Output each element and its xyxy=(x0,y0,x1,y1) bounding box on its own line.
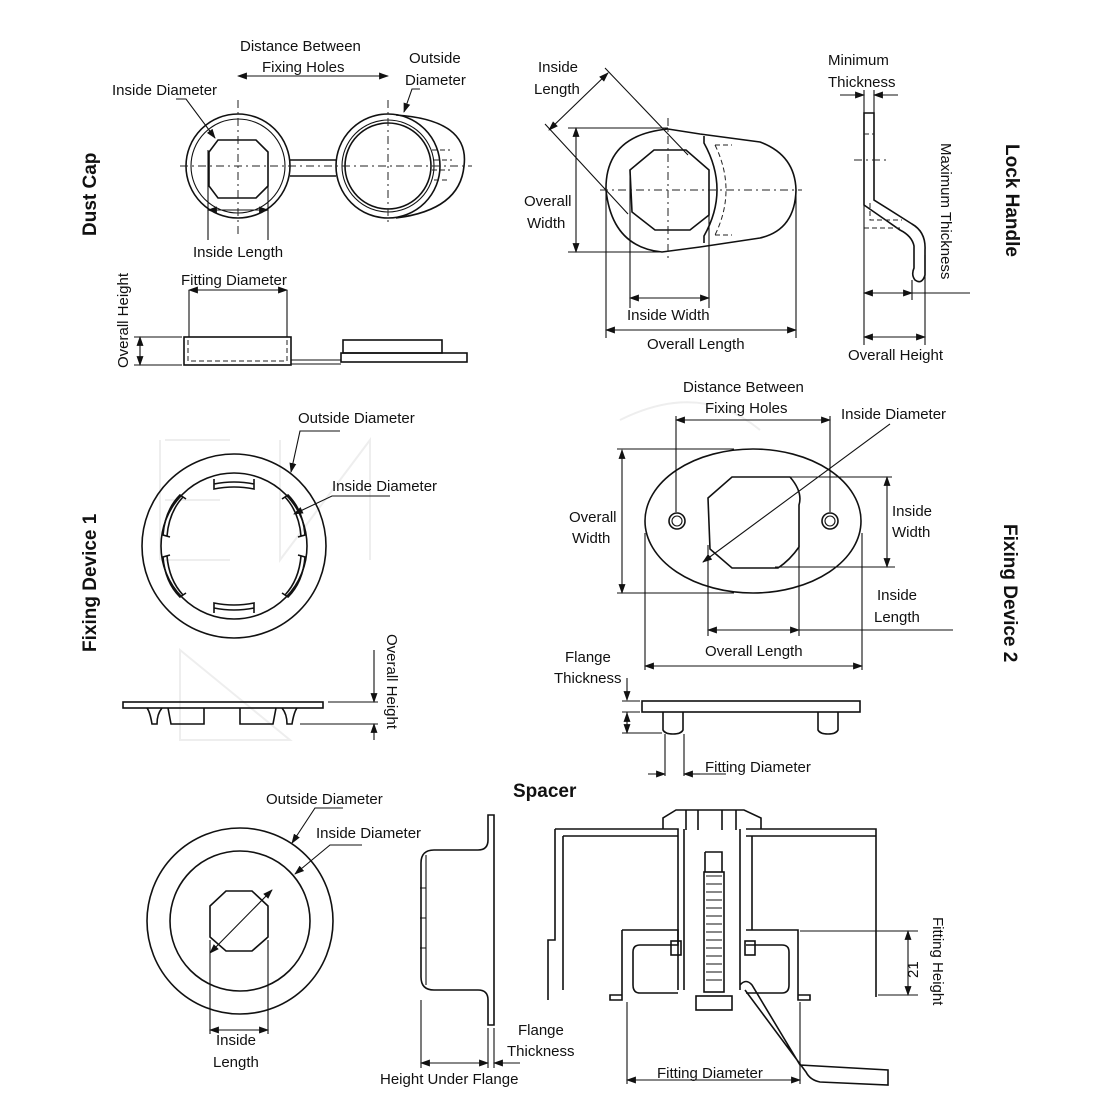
spacer-title: Spacer xyxy=(513,781,577,802)
fixing-device-2-label-distance-2: Fixing Holes xyxy=(705,400,788,417)
dust-cap-label-overall-height: Overall Height xyxy=(115,272,132,368)
dust-cap-label-outside-1: Outside xyxy=(409,50,461,67)
dust-cap-label-fitting-diameter: Fitting Diameter xyxy=(181,272,287,289)
fixing-device-2-title: Fixing Device 2 xyxy=(999,524,1020,662)
dust-cap-label-inside-diameter: Inside Diameter xyxy=(112,82,217,99)
dust-cap-dimension-lines xyxy=(176,72,420,240)
lock-handle-label-inside-length-2: Length xyxy=(534,81,580,98)
dust-cap-section: Dust Cap Distance Between Fixing Holes O… xyxy=(80,38,472,368)
lock-handle-top-view xyxy=(600,118,802,262)
dust-cap-label-distance-2: Fixing Holes xyxy=(262,59,345,76)
fixing-device-2-side-view xyxy=(622,678,861,778)
fixing-device-1-title: Fixing Device 1 xyxy=(80,513,101,652)
fixing-device-2-label-inside-diameter: Inside Diameter xyxy=(841,406,946,423)
fixing-device-2-label-flange-thickness-2: Thickness xyxy=(554,670,622,687)
lock-handle-section: Lock Handle Inside Length Overall Width … xyxy=(524,52,1022,364)
spacer-label-fitting-height-value: 21 xyxy=(905,961,922,978)
lock-handle-dimension-lines xyxy=(544,67,797,338)
lock-handle-label-inside-length-1: Inside xyxy=(538,59,578,76)
fixing-device-2-section: Fixing Device 2 Distance Between Fixing … xyxy=(554,379,1020,778)
lock-handle-label-overall-width-2: Width xyxy=(527,215,565,232)
fixing-device-1-side-view xyxy=(122,650,378,740)
spacer-label-fitting-diameter: Fitting Diameter xyxy=(657,1065,763,1082)
lock-handle-side-view xyxy=(840,90,970,345)
fixing-device-2-label-inside-width-2: Width xyxy=(892,524,930,541)
fixing-device-2-label-inside-length-2: Length xyxy=(874,609,920,626)
fixing-device-2-label-inside-width-1: Inside xyxy=(892,503,932,520)
lock-handle-label-minimum-thickness-2: Thickness xyxy=(828,74,896,91)
spacer-label-inside-length-1: Inside xyxy=(216,1032,256,1049)
spacer-label-inside-length-2: Length xyxy=(213,1054,259,1071)
fixing-device-2-label-fitting-diameter: Fitting Diameter xyxy=(705,759,811,776)
lock-handle-label-overall-length: Overall Length xyxy=(647,336,745,353)
fixing-device-2-label-flange-thickness-1: Flange xyxy=(565,649,611,666)
lock-handle-title: Lock Handle xyxy=(1001,144,1022,257)
fixing-device-1-label-inside-diameter: Inside Diameter xyxy=(332,478,437,495)
spacer-label-flange-thickness-2: Thickness xyxy=(507,1043,575,1060)
lock-handle-label-maximum-thickness: Maximum Thickness xyxy=(937,143,954,279)
spacer-label-fitting-height: Fitting Height xyxy=(929,917,946,1006)
dust-cap-title: Dust Cap xyxy=(80,153,101,236)
spacer-label-inside-diameter: Inside Diameter xyxy=(316,825,421,842)
lock-handle-label-inside-width: Inside Width xyxy=(627,307,710,324)
lock-handle-label-overall-width-1: Overall xyxy=(524,193,572,210)
spacer-section: Spacer Outside Diameter Inside Diameter … xyxy=(146,781,946,1088)
fixing-device-1-section: Fixing Device 1 Outside Diameter Inside … xyxy=(80,410,437,740)
fixing-device-2-label-inside-length-1: Inside xyxy=(877,587,917,604)
lock-handle-label-minimum-thickness-1: Minimum xyxy=(828,52,889,69)
fixing-device-1-top-view xyxy=(141,430,390,639)
spacer-top-view xyxy=(146,807,362,1034)
fixing-device-1-label-outside-diameter: Outside Diameter xyxy=(298,410,415,427)
dust-cap-side-view xyxy=(134,286,468,366)
fixing-device-2-label-overall-width-1: Overall xyxy=(569,509,617,526)
spacer-label-flange-thickness-1: Flange xyxy=(518,1022,564,1039)
dust-cap-label-outside-2: Diameter xyxy=(405,72,466,89)
fixing-device-2-label-overall-width-2: Width xyxy=(572,530,610,547)
fixing-device-2-label-distance-1: Distance Between xyxy=(683,379,804,396)
spacer-assembly-section-view xyxy=(547,809,918,1086)
watermark xyxy=(159,401,761,741)
spacer-side-view xyxy=(420,814,520,1068)
dust-cap-label-distance-1: Distance Between xyxy=(240,38,361,55)
spacer-label-outside-diameter: Outside Diameter xyxy=(266,791,383,808)
dust-cap-top-view xyxy=(180,100,472,235)
fixing-device-1-label-overall-height: Overall Height xyxy=(383,634,400,730)
fixing-device-2-top-view xyxy=(617,416,953,670)
dust-cap-label-inside-length: Inside Length xyxy=(193,244,283,261)
spacer-label-height-under-flange: Height Under Flange xyxy=(380,1071,518,1088)
lock-handle-label-overall-height: Overall Height xyxy=(848,347,944,364)
fixing-device-2-label-overall-length: Overall Length xyxy=(705,643,803,660)
